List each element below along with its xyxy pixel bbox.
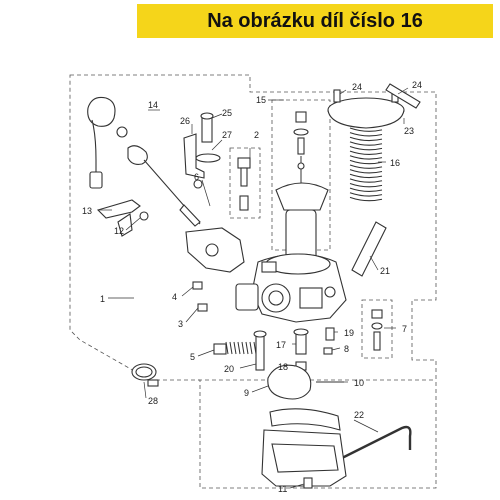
bracket-spring-part (183, 112, 221, 179)
callout-26: 26 (180, 116, 190, 126)
callout-10: 10 (354, 378, 364, 388)
callout-9: 9 (244, 388, 249, 398)
callout-12: 12 (114, 226, 124, 236)
needle-part (293, 111, 309, 188)
clamp-part (131, 363, 159, 387)
idle-screw-part (213, 341, 257, 355)
callout-6: 6 (194, 172, 199, 182)
callout-28: 28 (148, 396, 158, 406)
rod-part (351, 221, 387, 277)
callout-17: 17 (276, 340, 286, 350)
callout-27: 27 (222, 130, 232, 140)
callout-4: 4 (172, 292, 177, 302)
part-number-banner: Na obrázku díl číslo 16 (137, 4, 493, 38)
jets-part (371, 309, 383, 351)
callout-22: 22 (354, 410, 364, 420)
choke-cap-part (87, 96, 201, 227)
main-group-outline (69, 74, 437, 489)
float-bowl-part (261, 408, 347, 489)
bracket-group-outline (271, 99, 331, 251)
callout-8: 8 (344, 344, 349, 354)
carburetor-body-part (235, 253, 347, 323)
callout-labels: 1 2 3 4 5 6 7 8 9 10 11 12 13 14 15 16 1… (82, 80, 422, 494)
callout-14: 14 (148, 100, 158, 110)
choke-body-part (185, 179, 245, 273)
callout-1: 1 (100, 294, 105, 304)
callout-13: 13 (82, 206, 92, 216)
callout-21: 21 (380, 266, 390, 276)
callout-3: 3 (178, 319, 183, 329)
float-part (267, 364, 344, 400)
callout-23: 23 (404, 126, 414, 136)
callout-2: 2 (254, 130, 259, 140)
needle-group-outline (229, 147, 261, 219)
callout-16: 16 (390, 158, 400, 168)
leader-lines (98, 87, 409, 489)
banner-title: Na obrázku díl číslo 16 (207, 10, 423, 32)
top-cover-part (327, 83, 421, 129)
screws-part (192, 281, 208, 312)
callout-15: 15 (256, 95, 266, 105)
drain-tube-part (337, 425, 412, 462)
throttle-lever-part (96, 199, 149, 237)
callout-18: 18 (278, 362, 288, 372)
callout-24b: 24 (412, 80, 422, 90)
callout-19: 19 (344, 328, 354, 338)
jet-group-outline (361, 299, 393, 359)
small-parts (253, 327, 335, 371)
callout-24a: 24 (352, 82, 362, 92)
callout-20: 20 (224, 364, 234, 374)
spring-part (349, 127, 383, 202)
piston-slide-part (275, 182, 329, 270)
callout-7: 7 (402, 324, 407, 334)
callout-25: 25 (222, 108, 232, 118)
spring-coil (349, 127, 383, 202)
needle-jet-part (237, 157, 251, 211)
idle-spring-coil (225, 341, 257, 355)
callout-5: 5 (190, 352, 195, 362)
callout-11: 11 (278, 484, 287, 494)
